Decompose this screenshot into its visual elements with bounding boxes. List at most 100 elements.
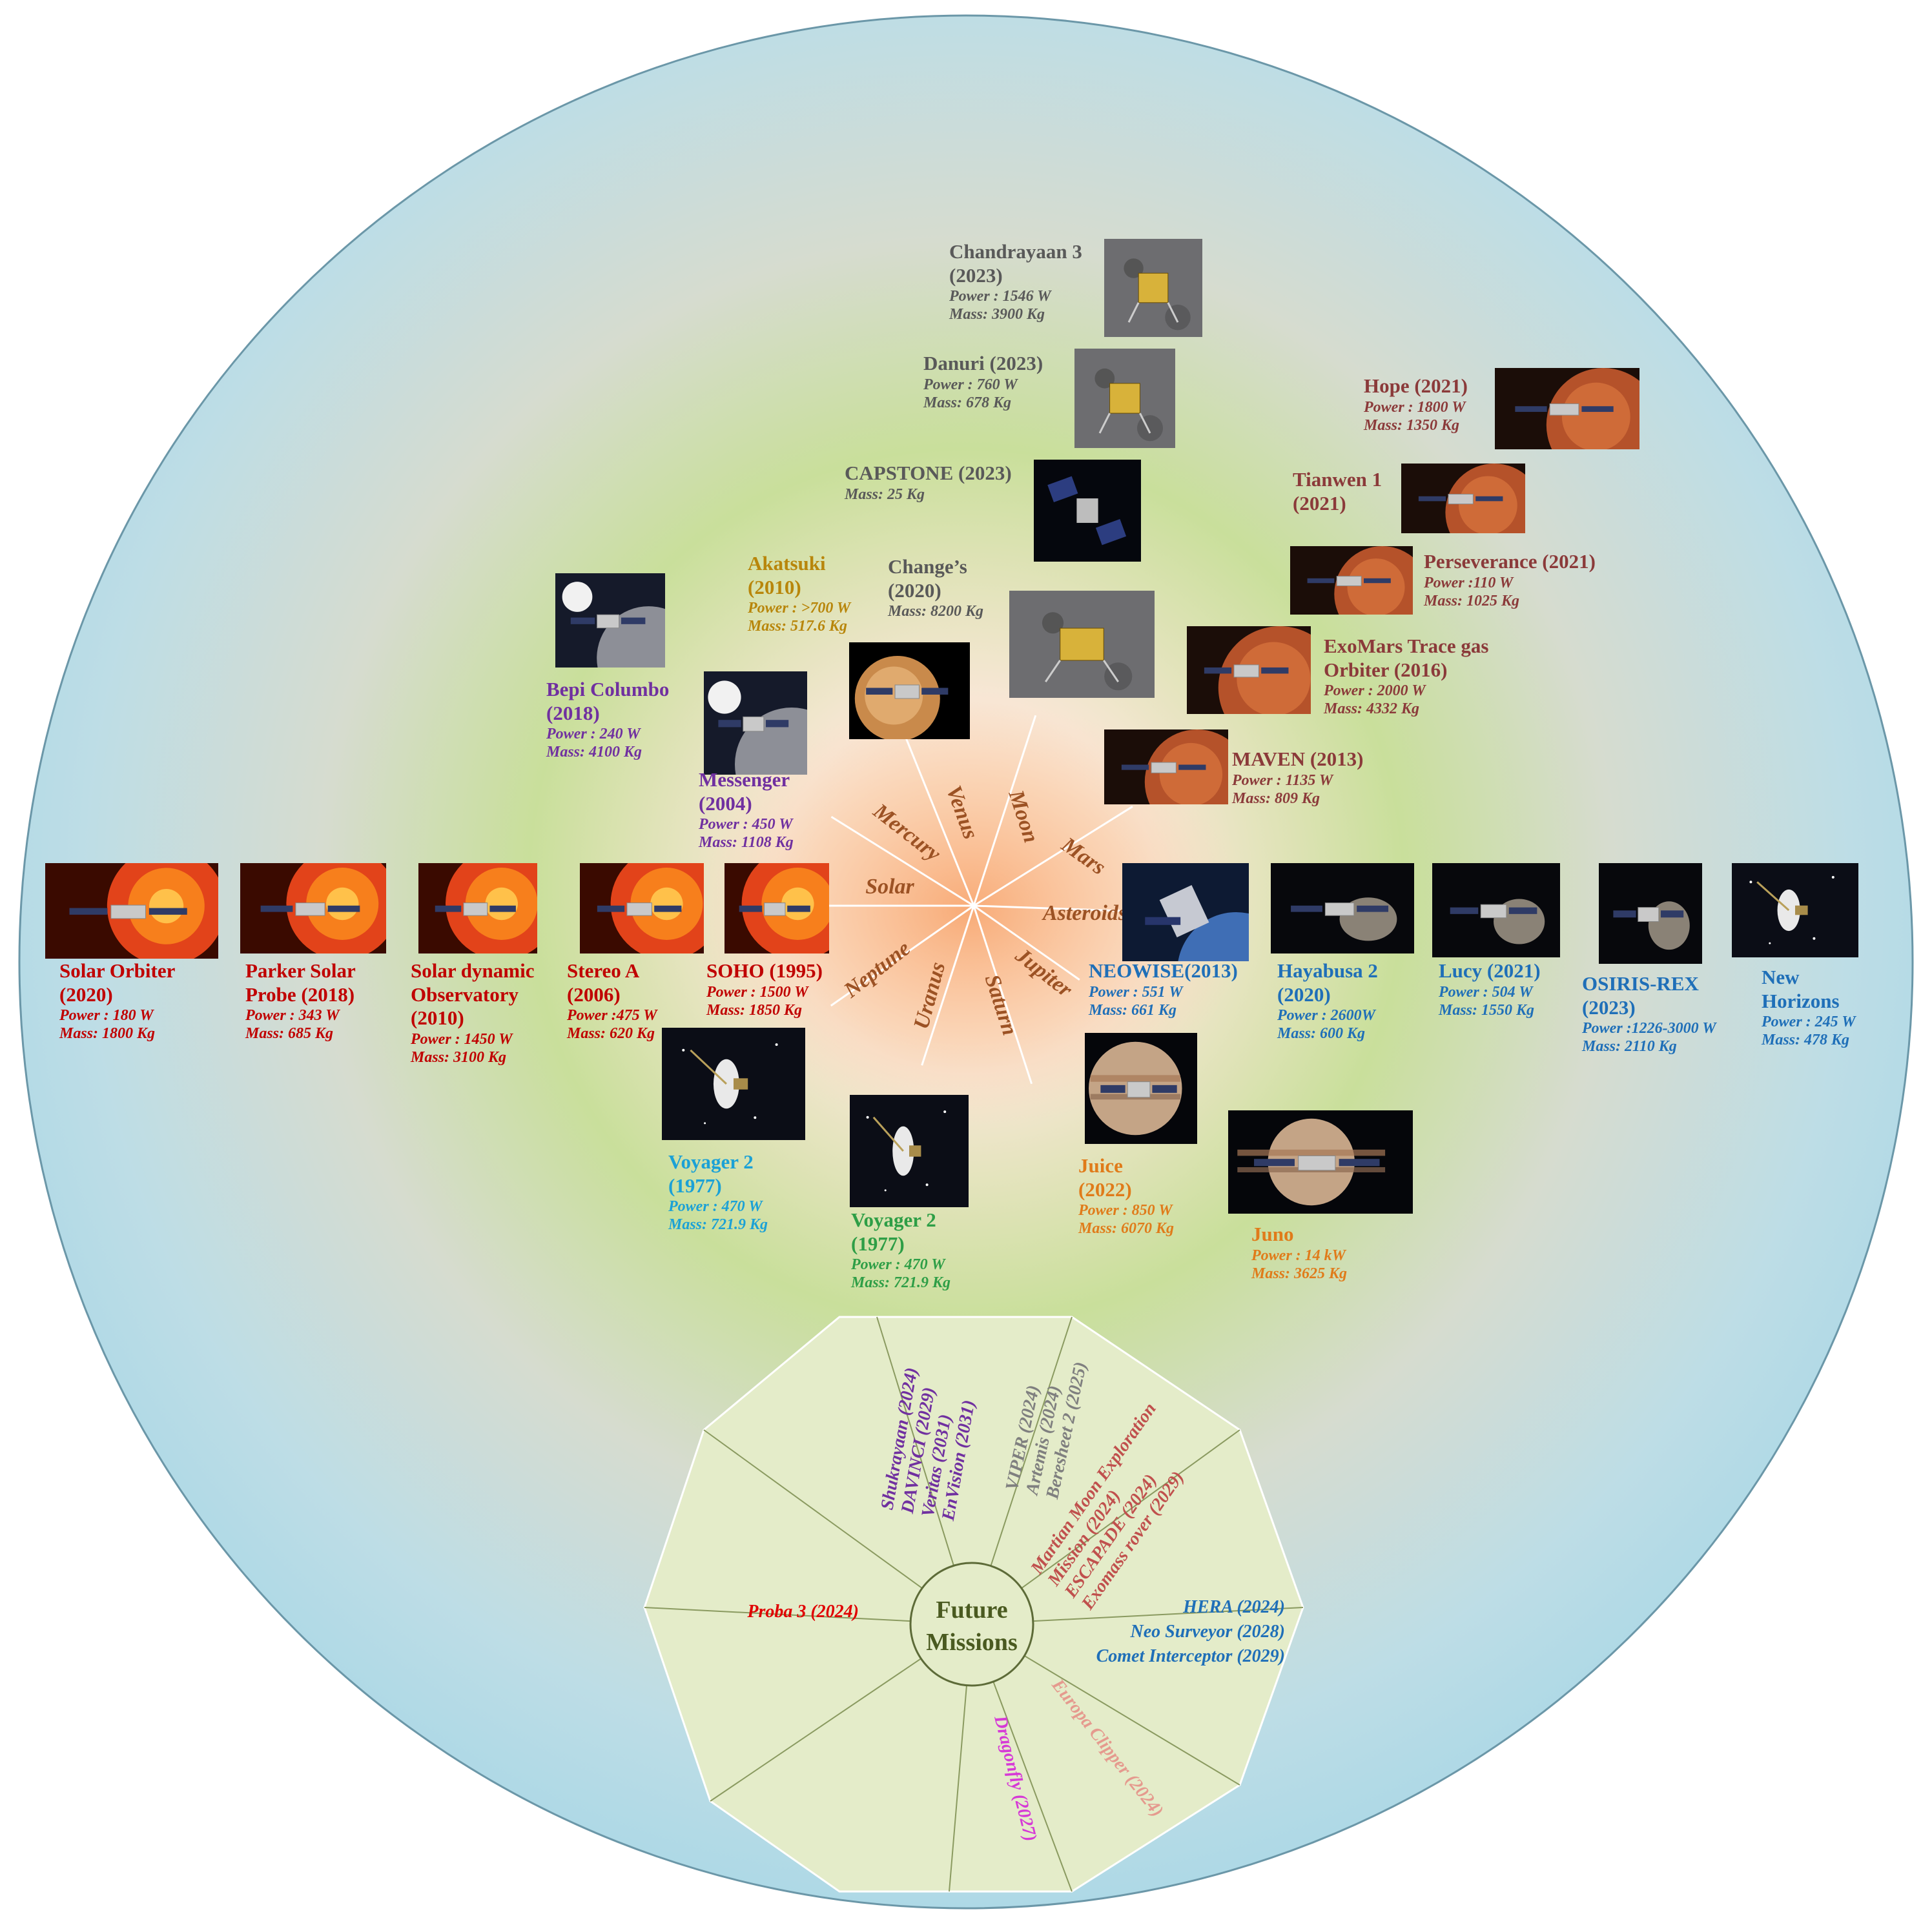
mission-spec: Power : >700 W — [748, 600, 851, 617]
mission-spec: Mass: 8200 Kg — [888, 603, 984, 620]
sun-probe-icon — [580, 863, 704, 953]
stereo-thumbnail — [580, 863, 704, 953]
mission-name: (1977) — [668, 1174, 722, 1197]
exomars-thumbnail — [1187, 626, 1311, 714]
mission-spec: Mass: 1550 Kg — [1439, 1001, 1535, 1019]
ray-line — [973, 904, 1080, 981]
space-telescope-icon — [1122, 863, 1249, 961]
mission-name: Solar dynamic — [411, 959, 535, 982]
perseverance-thumbnail — [1290, 546, 1413, 615]
mission-spec: Power :475 W — [567, 1007, 657, 1025]
mission-name: (2010) — [411, 1006, 464, 1030]
mission-name: (2010) — [748, 575, 801, 598]
mission-name: Tianwen 1 — [1293, 468, 1382, 491]
changes-thumbnail — [1009, 591, 1155, 698]
danuri-thumbnail — [1074, 349, 1175, 448]
mission-spec: Mass: 1108 Kg — [699, 834, 794, 851]
mission-spec: Power : 760 W — [923, 376, 1018, 393]
ray-line — [900, 726, 975, 906]
mission-name: Lucy (2021) — [1439, 959, 1541, 982]
mission-name: SOHO (1995) — [706, 959, 823, 982]
mercury-probe-icon — [555, 573, 665, 668]
ray-line — [830, 815, 974, 907]
mission-spec: Mass: 517.6 Kg — [748, 618, 848, 635]
mission-name: Voyager 2 — [851, 1208, 936, 1231]
mission-name: Bepi Columbo — [546, 678, 670, 700]
sun-probe-icon — [240, 863, 386, 953]
asteroid-probe-icon — [1599, 863, 1702, 964]
mission-name: (2020) — [59, 983, 113, 1006]
hope-thumbnail — [1495, 368, 1639, 449]
neowise-thumbnail — [1122, 863, 1249, 961]
mission-spec: Power : 240 W — [546, 726, 641, 743]
mission-spec: Mass: 6070 Kg — [1078, 1220, 1175, 1238]
future-mission-text: Comet Interceptor (2029) — [1096, 1646, 1285, 1666]
mission-name: Hayabusa 2 — [1277, 959, 1378, 982]
maven-thumbnail — [1104, 729, 1228, 804]
jupiter-probe-icon — [1228, 1110, 1413, 1214]
mission-spec: Power : 504 W — [1439, 983, 1533, 1001]
mission-spec: Power : 245 W — [1762, 1014, 1856, 1031]
future-mission-text: Proba 3 (2024) — [746, 1602, 859, 1622]
lunar-lander-icon — [1104, 239, 1202, 337]
mission-spec: Power : 14 kW — [1251, 1247, 1346, 1264]
mission-spec: Power : 343 W — [245, 1007, 340, 1025]
mission-name: Parker Solar — [245, 959, 356, 982]
mission-spec: Power : 450 W — [699, 816, 793, 833]
mars-orbiter-icon — [1401, 464, 1525, 533]
mission-spec: Mass: 1350 Kg — [1364, 416, 1460, 434]
mission-name: Hope (2021) — [1364, 374, 1468, 397]
osiris-thumbnail — [1599, 863, 1702, 964]
mission-name: ExoMars Trace gas — [1324, 635, 1489, 657]
capstone-label: CAPSTONE (2023)Mass: 25 Kg — [845, 462, 1012, 504]
mission-name: Akatsuki — [748, 552, 826, 575]
future-center-label: Missions — [926, 1629, 1017, 1656]
future-segment-asteroids: HERA (2024)Neo Surveyor (2028)Comet Inte… — [1096, 1597, 1285, 1666]
asteroid-probe-icon — [1271, 863, 1414, 953]
mission-name: (2018) — [546, 701, 600, 724]
ray-label-solar: Solar — [865, 875, 914, 899]
mission-spec: Power : 1135 W — [1232, 771, 1333, 789]
deep-space-probe-icon — [1732, 863, 1858, 957]
juice-thumbnail — [1085, 1033, 1197, 1144]
future-center-label: Future — [936, 1596, 1007, 1624]
mission-name: Probe (2018) — [245, 983, 355, 1006]
mission-spec: Mass: 3900 Kg — [949, 306, 1045, 323]
new-horizons-thumbnail — [1732, 863, 1858, 957]
sdo-thumbnail — [418, 863, 537, 953]
mission-spec: Mass: 478 Kg — [1762, 1032, 1850, 1049]
mars-orbiter-icon — [1104, 729, 1228, 804]
mission-name: Chandrayaan 3 — [949, 240, 1082, 263]
mars-orbiter-icon — [1187, 626, 1311, 714]
mission-name: (2021) — [1293, 491, 1346, 515]
mission-name: (2023) — [1582, 995, 1636, 1019]
mission-name: NEOWISE(2013) — [1089, 959, 1238, 982]
asteroid-probe-icon — [1432, 863, 1560, 957]
hayabusa-thumbnail — [1271, 863, 1414, 953]
mission-spec: Mass: 1850 Kg — [706, 1001, 803, 1019]
mission-spec: Power :1226-3000 W — [1582, 1020, 1716, 1037]
ray-line — [972, 715, 1037, 906]
juno-thumbnail — [1228, 1110, 1413, 1214]
mission-spec: Mass: 661 Kg — [1089, 1001, 1177, 1019]
mission-spec: Mass: 1800 Kg — [59, 1025, 156, 1043]
mission-spec: Mass: 4332 Kg — [1324, 700, 1420, 718]
capstone-thumbnail — [1034, 460, 1141, 562]
future-mission-text: HERA (2024) — [1182, 1597, 1285, 1617]
parker-thumbnail — [240, 863, 386, 953]
